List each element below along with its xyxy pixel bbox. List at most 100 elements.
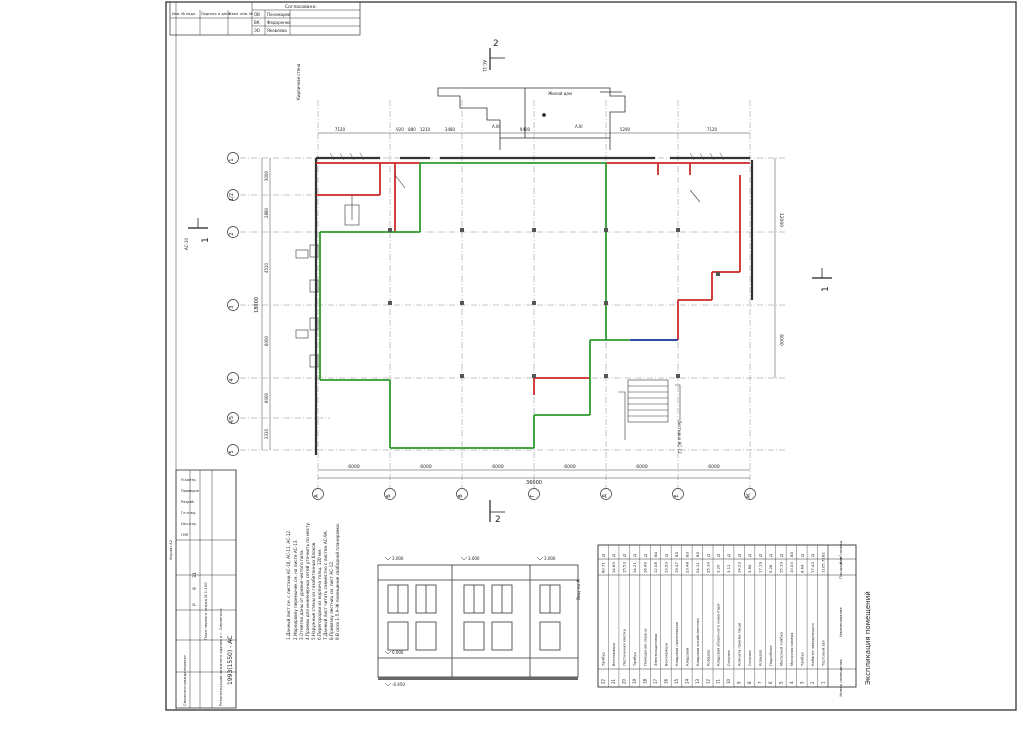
dimension: 3000 (264, 170, 269, 181)
explication-name: Коридор (759, 649, 763, 666)
explication-cat: Д (632, 554, 637, 557)
explication-cat: В3 (695, 551, 700, 557)
explication-cat: Д (810, 554, 815, 557)
note-line: 5.Наружные стены из газобетонных блоков. (311, 541, 316, 640)
explication-name: Кладовая хозяйственная (696, 618, 700, 666)
tb-role: Разраб. (181, 500, 195, 504)
axis-bubble (384, 488, 396, 500)
dimension: 4510 (264, 262, 269, 273)
axis-label: Г (530, 494, 536, 497)
axis-label: 5 (229, 450, 235, 453)
explication-name: Тамбур (800, 652, 804, 667)
stamp-col-3: Взам. инв. № (229, 12, 253, 16)
tb-org: Смоленскгражданпроект (182, 654, 187, 706)
explication-area: 5.26 (768, 564, 773, 573)
dimension: 12000 (778, 213, 784, 227)
dimension: 2880 (264, 207, 269, 218)
tb-format: Формат А2 (169, 540, 173, 560)
stamp-code-2: ВК (254, 20, 260, 25)
explication-area: 23.48 (684, 562, 689, 573)
stamp-name-3: Яковлева (267, 28, 287, 33)
explication-cat: Д (799, 554, 804, 557)
explication-cat: Д (726, 554, 731, 557)
explication-cat: В4 (653, 551, 658, 557)
dimension: 920 (396, 127, 404, 132)
floor-plan: Жилой дом А.III А.III (184, 39, 832, 525)
explication-cat: Д (778, 554, 783, 557)
dimension: 880 (408, 127, 416, 132)
explication-area: 24.11 (695, 562, 700, 573)
axis-label: Ж (746, 493, 752, 499)
explication-no: 17 (653, 678, 658, 684)
explication-name: Помещение охраны (644, 628, 648, 666)
axis-bubble (456, 488, 468, 500)
explication-name: Венткамера (664, 643, 668, 666)
svg-text:АС-11: АС-11 (482, 60, 487, 73)
elevation-mark: 0.000 (392, 650, 404, 655)
explication-area: 12.08 (653, 562, 658, 573)
axis-bubble (600, 488, 612, 500)
tb-project: Реконструкция нежилого здания в г. Смоле… (218, 608, 223, 706)
explication-name: Электрощитовая (654, 634, 658, 666)
explication-name: Кладовая промтоваров (675, 622, 679, 666)
explication-no: 1 (820, 681, 825, 684)
explication-area: 16.49 (643, 562, 648, 573)
axis-label: 3 (229, 305, 235, 308)
note-line: 2.Маркировку перемычек см. на листе АС-1… (293, 539, 298, 640)
explication-area: 1105.71 (820, 557, 825, 573)
explication-area: 14.23 (737, 562, 742, 573)
dimension: 7120 (707, 127, 718, 132)
svg-text:1: 1 (821, 286, 831, 292)
explication-no: 21 (611, 678, 616, 684)
explication-no: 19 (632, 678, 637, 684)
explication-area: 80.71 (601, 562, 606, 573)
explication-no: 8 (747, 681, 752, 684)
explication-name: Тамбур (602, 652, 606, 667)
explication-area: 15.19 (778, 562, 783, 573)
explication-area: 3.11 (726, 564, 731, 573)
explication-area: 3.20 (716, 564, 721, 573)
dimension: 6000 (264, 392, 269, 403)
axis-bubble (227, 152, 239, 164)
tb-role: Проверил (181, 489, 199, 493)
axis-label: 1/2 (229, 193, 235, 201)
stamp-col-2: Подпись и дата (201, 12, 230, 16)
dimension: 6000 (348, 464, 360, 470)
axis-bubble (227, 226, 239, 238)
dimension: 6000 (492, 464, 504, 470)
explication-name: Венткамера (612, 643, 616, 666)
explication-name: Санузел (748, 650, 752, 666)
explication-area: 25.14 (705, 562, 710, 573)
svg-text:1.Данный лист см. с листами А: 1.Данный лист см. с листами АС-10, АС-11… (286, 530, 291, 640)
explication-cat: В3 (674, 551, 679, 557)
dimension: 6000 (636, 464, 648, 470)
dimension: 1210 (420, 127, 431, 132)
section-mark-left: 1 АС-10 (184, 218, 211, 250)
explication-name: Кладовая (685, 648, 689, 666)
elevation-mark: 3.000 (468, 556, 480, 561)
stamp-name-2: Федоренко (267, 20, 291, 25)
explication-no: 15 (674, 678, 679, 684)
dimension: 5290 (620, 127, 631, 132)
explication-area: 14.60 (611, 562, 616, 573)
title-block: ГИПНач.отд.Гл.спец.Разраб.ПроверилН.конт… (169, 469, 237, 709)
explication-no: 22 (601, 678, 606, 684)
note-line: 7.Данный лист читать совместно с листом … (323, 530, 328, 640)
axis-label: 2 (229, 232, 235, 235)
explication-area: 15.53 (622, 562, 627, 573)
axis-bubble (227, 189, 239, 201)
explication-header: Кат. помещ. (838, 540, 843, 564)
explication-cat: Д (716, 554, 721, 557)
axis-label: Д (602, 494, 608, 498)
explication-no: 14 (684, 678, 689, 684)
svg-text:АС-10: АС-10 (184, 237, 189, 250)
dimension: 7120 (335, 127, 346, 132)
explication-no: 20 (622, 678, 627, 684)
axis-label: Е (674, 494, 680, 497)
tb-role: Н.контр. (181, 478, 197, 482)
explication-name: Комната приема пищи (738, 622, 742, 666)
